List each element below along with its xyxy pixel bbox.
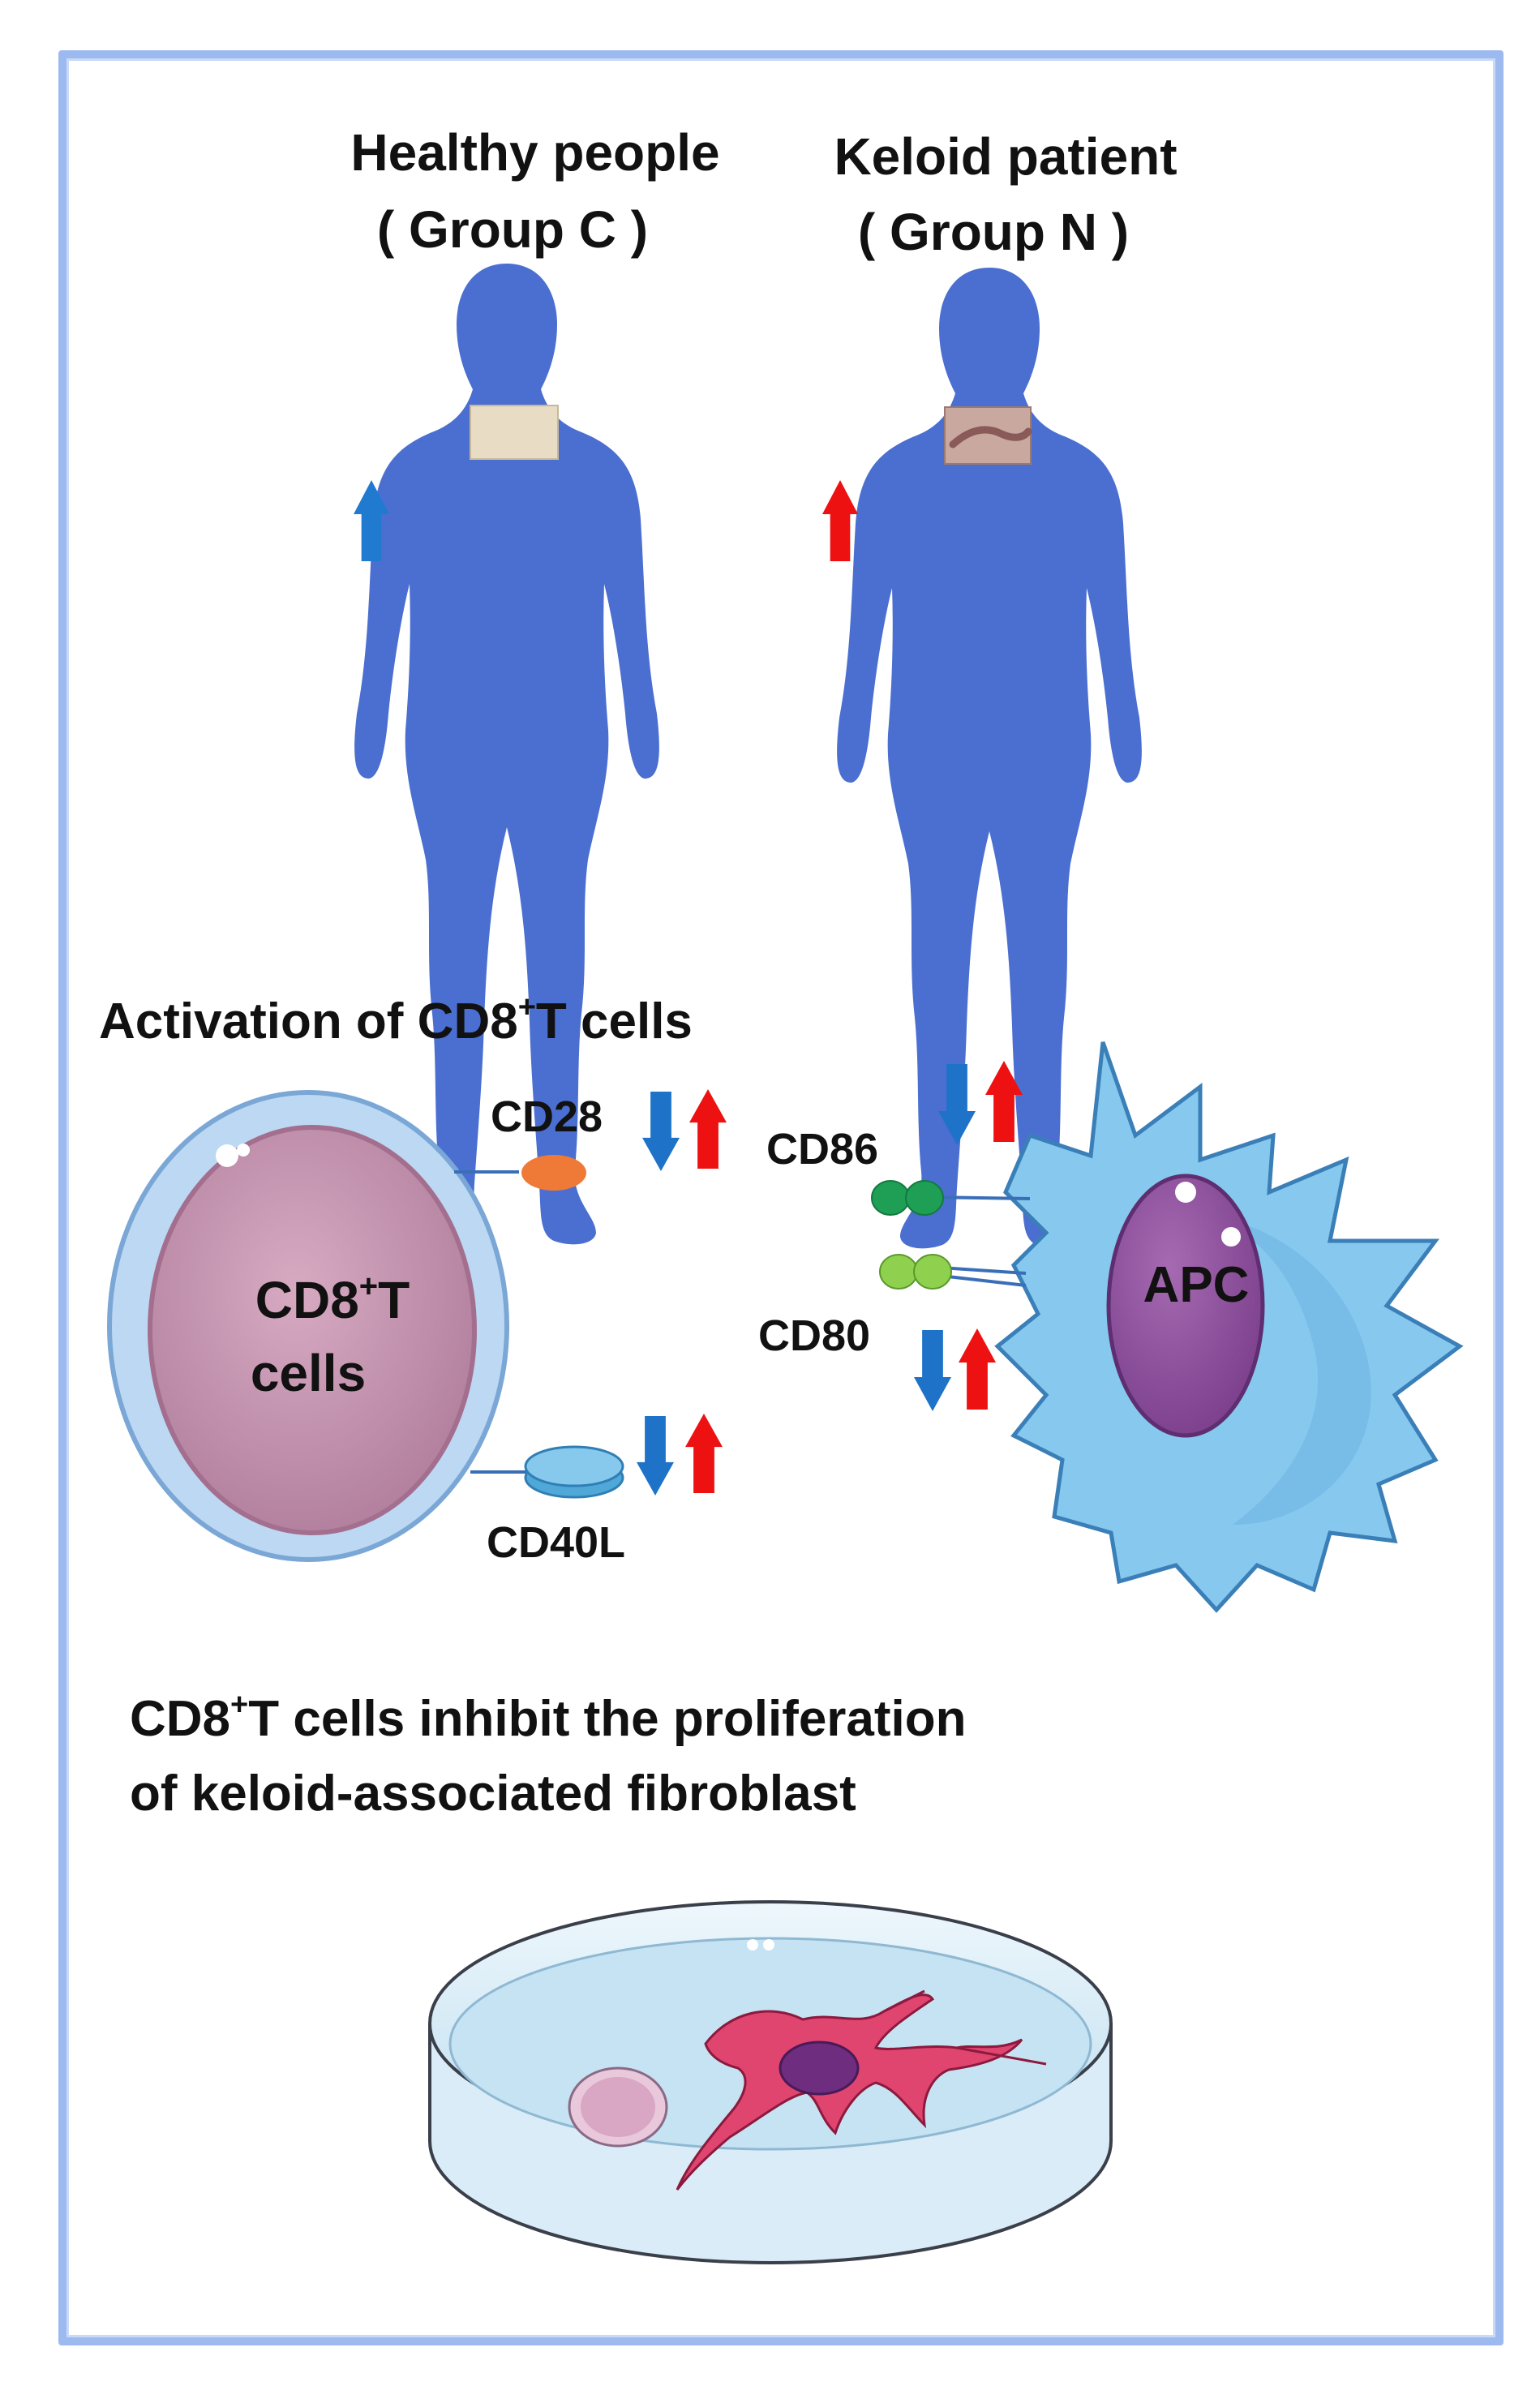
- cd80-up-arrow-icon: [959, 1328, 996, 1410]
- inhibit-caption: CD8+T cells inhibit the proliferation of…: [130, 1688, 967, 1822]
- activation-title: Activation of CD8+T cells: [99, 990, 693, 1049]
- cd86-up-arrow-icon: [985, 1061, 1023, 1142]
- petri-dish: [428, 1900, 1113, 2264]
- cd28-label: CD28: [491, 1092, 603, 1141]
- cd80-label: CD80: [758, 1311, 870, 1360]
- cd28-up-arrow-icon: [689, 1089, 727, 1169]
- keloid-subtitle: ( Group N ): [858, 203, 1129, 261]
- cd86-label: CD86: [766, 1125, 878, 1174]
- cd40l-receptor: [524, 1445, 624, 1499]
- svg-text:CD8+T cells inhibit the prolif: CD8+T cells inhibit the proliferation: [130, 1688, 967, 1747]
- cd86-receptor: [871, 1180, 1031, 1216]
- svg-text:of keloid-associated fibroblas: of keloid-associated fibroblast: [130, 1766, 856, 1822]
- tcell-label: CD8+T cells: [251, 1268, 410, 1402]
- cd80-down-arrow-icon: [914, 1330, 951, 1411]
- keloid-title: Keloid patient: [834, 127, 1177, 186]
- cd8-t-cell-in-dish: [568, 2066, 668, 2148]
- keloid-scar: [949, 426, 1032, 448]
- cd40l-label: CD40L: [487, 1518, 625, 1567]
- cd40l-down-arrow-icon: [637, 1416, 674, 1496]
- cd86-down-arrow-icon: [938, 1064, 976, 1145]
- cd28-down-arrow-icon: [642, 1092, 680, 1171]
- svg-text:cells: cells: [251, 1344, 366, 1402]
- svg-text:CD8+T: CD8+T: [255, 1268, 410, 1329]
- svg-text:Activation of CD8+T cells: Activation of CD8+T cells: [99, 990, 693, 1049]
- healthy-person-silhouette: [354, 264, 659, 1245]
- healthy-subtitle: ( Group C ): [377, 200, 648, 259]
- keloid-up-arrow-icon: [822, 480, 858, 561]
- cd28-receptor: [521, 1155, 586, 1191]
- cd40l-up-arrow-icon: [685, 1414, 723, 1493]
- healthy-skin-patch: [470, 405, 559, 460]
- cd8-t-cell: [107, 1090, 509, 1562]
- healthy-up-arrow-icon: [354, 480, 389, 561]
- cd80-receptor: [879, 1254, 1027, 1290]
- keloid-fibroblast: [676, 1989, 1047, 2191]
- apc-label: APC: [1143, 1257, 1250, 1313]
- apc-cell: [994, 1041, 1464, 1613]
- healthy-title: Healthy people: [350, 123, 719, 182]
